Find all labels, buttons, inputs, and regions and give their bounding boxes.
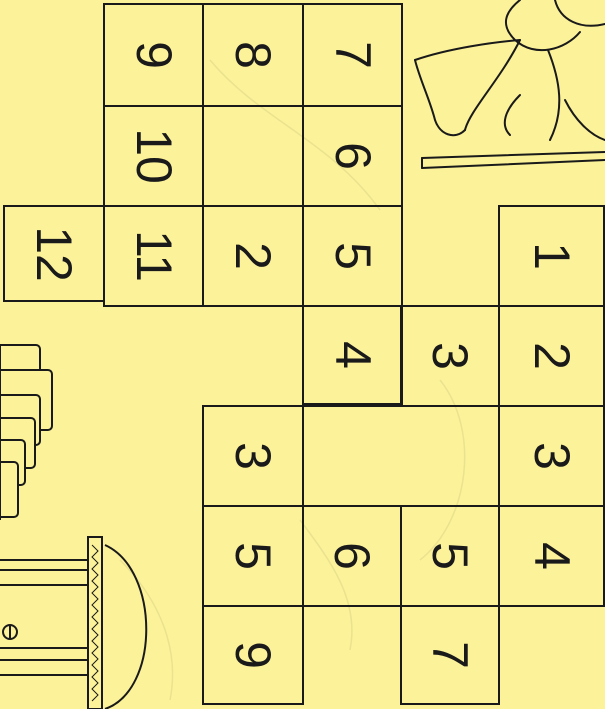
cell-number: 6 <box>328 142 378 170</box>
hopscotch-cell <box>202 105 304 207</box>
cell-number: 4 <box>328 341 378 369</box>
stacked-books-sketch-icon <box>0 345 52 520</box>
hopscotch-cell: 6 <box>302 505 402 607</box>
cell-number: 7 <box>425 641 475 669</box>
hopscotch-cell: 7 <box>302 3 403 107</box>
cell-number: 9 <box>129 41 179 69</box>
cell-number: 4 <box>527 542 577 570</box>
temple-columns-sketch-icon <box>0 537 146 709</box>
cell-number: 3 <box>425 342 475 370</box>
hopscotch-cell: 4 <box>498 505 605 607</box>
person-hopping-sketch-icon <box>415 0 605 168</box>
cell-number: 3 <box>527 442 577 470</box>
cell-number: 2 <box>527 342 577 370</box>
hopscotch-empty-cell <box>302 405 500 507</box>
cell-number: 2 <box>228 242 278 270</box>
cell-number: 5 <box>228 542 278 570</box>
cell-number: 1 <box>527 242 577 270</box>
cell-number: 9 <box>228 641 278 669</box>
hopscotch-cell: 8 <box>202 3 304 107</box>
cell-number: 5 <box>425 542 475 570</box>
cell-number: 3 <box>228 442 278 470</box>
hopscotch-cell: 3 <box>202 405 304 507</box>
cell-number: 11 <box>129 230 179 282</box>
hopscotch-cell: 9 <box>202 605 304 705</box>
cell-number: 10 <box>129 128 179 184</box>
hopscotch-cell: 3 <box>498 405 605 507</box>
cell-number: 8 <box>228 41 278 69</box>
hopscotch-cell: 5 <box>302 205 403 307</box>
hopscotch-cell: 5 <box>400 505 500 607</box>
hopscotch-cell: 2 <box>202 205 304 307</box>
hopscotch-cell: 6 <box>302 105 403 207</box>
hopscotch-cell: 1 <box>498 205 605 307</box>
hopscotch-cell: 10 <box>103 105 204 207</box>
cell-number: 12 <box>29 226 79 282</box>
hopscotch-cell: 4 <box>302 305 403 405</box>
hopscotch-cell: 2 <box>498 305 605 407</box>
hopscotch-cell: 3 <box>400 305 500 407</box>
hopscotch-cell: 7 <box>400 605 500 705</box>
cell-number: 6 <box>327 542 377 570</box>
hopscotch-cell: 11 <box>103 205 204 307</box>
hopscotch-cell: 9 <box>103 3 204 107</box>
hopscotch-cell: 12 <box>3 205 105 302</box>
cell-number: 7 <box>328 41 378 69</box>
hopscotch-cell: 5 <box>202 505 304 607</box>
cell-number: 5 <box>328 242 378 270</box>
